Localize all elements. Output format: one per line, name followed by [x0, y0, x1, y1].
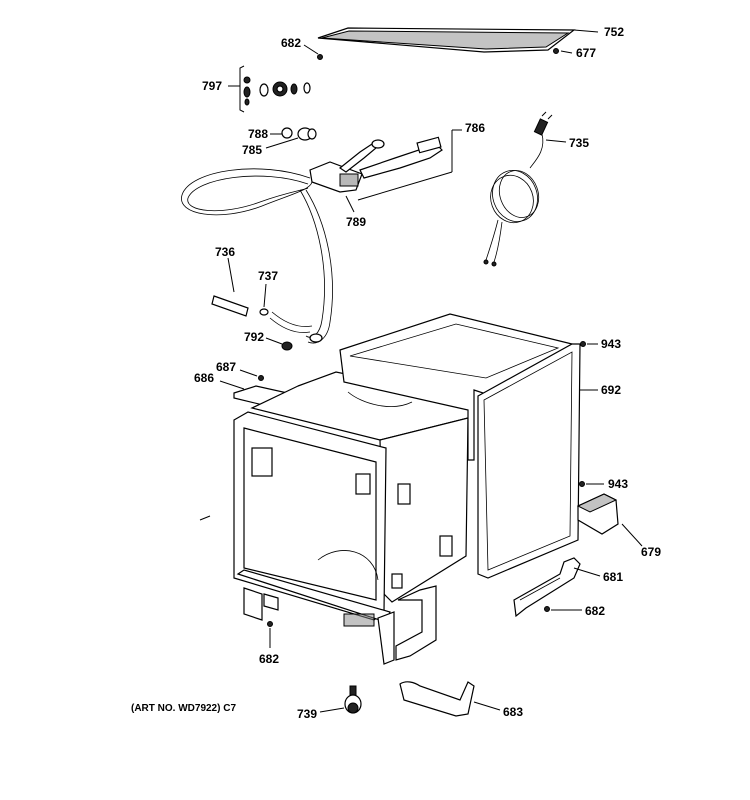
washer-788: [270, 127, 293, 139]
label-752: 752: [604, 25, 624, 39]
label-681: 681: [603, 570, 623, 584]
fitting-785: [265, 127, 317, 149]
screw-682-top: [303, 44, 323, 60]
screw-677: [553, 48, 573, 54]
label-739: 739: [297, 707, 317, 721]
label-737: 737: [258, 269, 278, 283]
fitting-792: [265, 337, 293, 351]
tub-cabinet: [199, 371, 473, 665]
label-786: 786: [465, 121, 485, 135]
hose-736: [211, 257, 249, 317]
toe-kick-683: [399, 681, 501, 717]
screw-943-bottom: [579, 481, 604, 487]
label-736: 736: [215, 245, 235, 259]
label-797: 797: [202, 79, 222, 93]
leveling-leg-739: [319, 685, 362, 714]
label-686: 686: [194, 371, 214, 385]
power-cord-735: [483, 111, 567, 267]
side-panel-692: [477, 343, 598, 579]
screw-943-top: [580, 341, 598, 347]
label-682-top: 682: [281, 36, 301, 50]
label-692: 692: [601, 383, 621, 397]
screw-682-bottom: [267, 621, 273, 648]
screw-687: [239, 369, 264, 381]
label-682-right: 682: [585, 604, 605, 618]
top-panel-752: [317, 27, 599, 53]
label-682-bottom: 682: [259, 652, 279, 666]
clamp-737: [259, 283, 269, 316]
screw-682-right: [544, 606, 582, 612]
art-number-caption: (ART NO. WD7922) C7: [131, 703, 236, 714]
rail-681: [513, 557, 601, 618]
label-735: 735: [569, 136, 589, 150]
inlet-valve-assembly-789: [309, 129, 462, 213]
outer-enclosure: [339, 313, 573, 461]
label-679: 679: [641, 545, 661, 559]
label-687: 687: [216, 360, 236, 374]
label-683: 683: [503, 705, 523, 719]
label-792: 792: [244, 330, 264, 344]
drain-hose: [181, 168, 333, 344]
fitting-group-797: [228, 65, 311, 113]
block-679: [576, 493, 643, 547]
label-788: 788: [248, 127, 268, 141]
label-943-top: 943: [601, 337, 621, 351]
label-785: 785: [242, 143, 262, 157]
label-943-bottom: 943: [608, 477, 628, 491]
label-677: 677: [576, 46, 596, 60]
label-789: 789: [346, 215, 366, 229]
